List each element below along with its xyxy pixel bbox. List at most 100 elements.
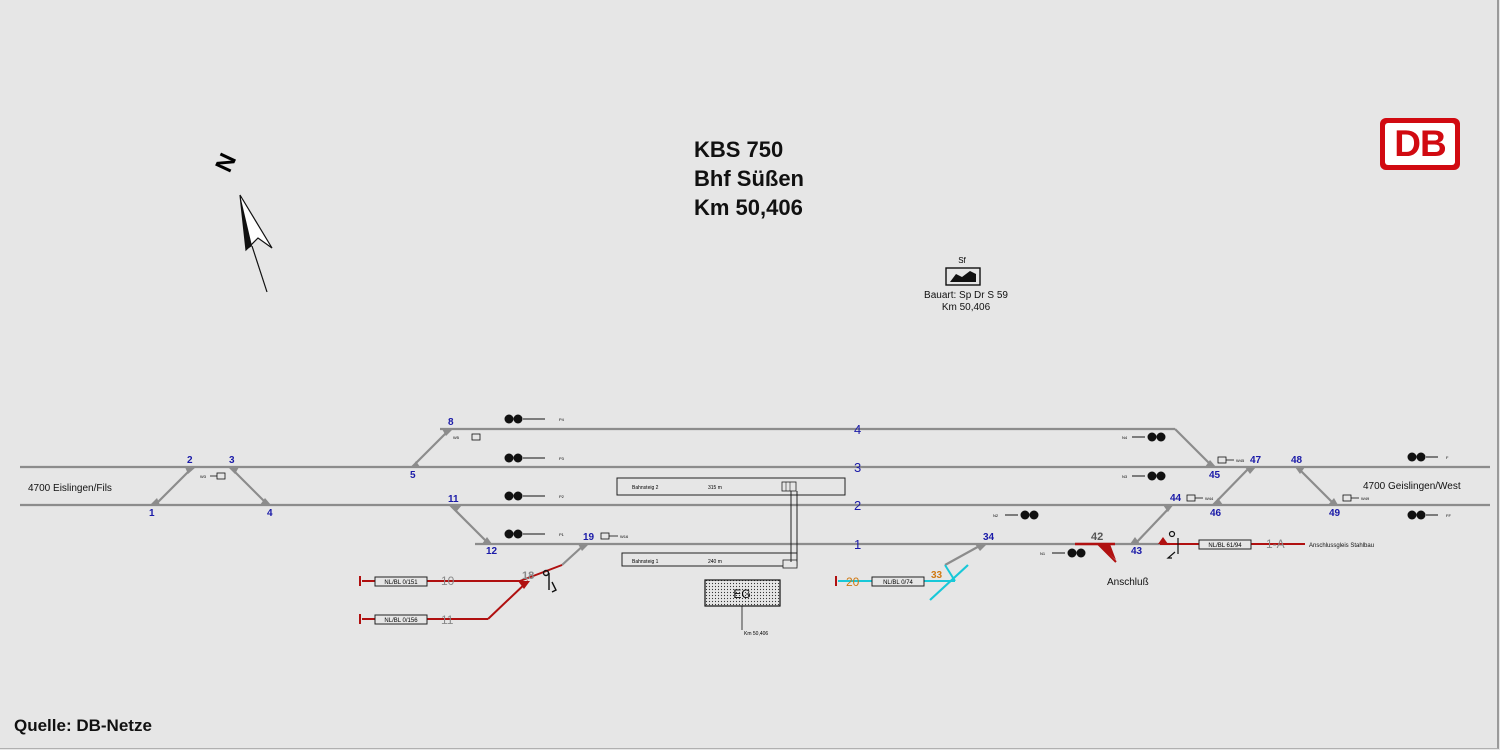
switch-46: 46 — [1210, 508, 1222, 519]
siding-10-label: 10 — [441, 574, 455, 588]
switch-43: 43 — [1131, 546, 1143, 557]
station-building-km: Km 50,406 — [744, 631, 768, 637]
signal-p4-icon: P4 — [504, 414, 565, 424]
switch-12: 12 — [486, 546, 498, 557]
source-credit: Quelle: DB-Netze — [14, 716, 152, 735]
switch-5: 5 — [410, 470, 416, 481]
signal-n1-icon: N1 — [1040, 548, 1086, 558]
stellwerk-km: Km 50,406 — [941, 302, 991, 313]
shunt-signal-w44-icon: W44 — [1186, 494, 1214, 502]
shunt-w44-label: W44 — [1205, 496, 1214, 501]
signal-p1-icon: P1 — [504, 529, 565, 539]
derailer-west-icon — [542, 569, 557, 593]
signal-f-label: F — [1446, 455, 1449, 460]
siding-1a: NL/BL 61/94 1-A Anschlussgleis Stahlbau — [1158, 530, 1374, 559]
switch-19: 19 — [583, 532, 595, 543]
switch-45: 45 — [1209, 470, 1221, 481]
switch-11: 11 — [448, 494, 459, 505]
siding-11-label: 11 — [441, 613, 454, 627]
stellwerk-type: Bauart: Sp Dr S 59 — [924, 290, 1008, 301]
nl-box-a-text: NL/BL 0/151 — [384, 580, 418, 586]
underpass — [790, 491, 798, 562]
platform-1-label: Bahnsteig 1 — [632, 559, 659, 565]
signal-n1-label: N1 — [1040, 551, 1046, 556]
switch-49: 49 — [1329, 508, 1341, 519]
shunt-w45-label: W45 — [1236, 458, 1245, 463]
platform-2-label: Bahnsteig 2 — [632, 485, 659, 491]
siding-42: 42 Anschluß — [1075, 531, 1149, 588]
signal-p3-icon: P3 — [504, 453, 565, 463]
shunt-signal-w3-icon: W3 — [200, 472, 226, 480]
stellwerk-icon: Sf — [945, 256, 981, 286]
track-4-label: 4 — [854, 422, 861, 437]
siding-18-label: 18 — [522, 570, 534, 582]
nl-box-d-text: NL/BL 61/94 — [1208, 543, 1242, 549]
switch-3: 3 — [229, 455, 235, 466]
signal-p1-label: P1 — [559, 532, 565, 537]
platform-2-length: 315 m — [708, 485, 722, 491]
signal-n3-icon: N3 — [1122, 471, 1166, 481]
shunt-signal-w16-icon: W16 — [600, 532, 629, 540]
platform-1: Bahnsteig 1 240 m — [621, 552, 798, 569]
signal-p2-label: P2 — [559, 494, 565, 499]
switch-34: 34 — [983, 532, 995, 543]
switch-2: 2 — [187, 455, 193, 466]
shunt-w3-label: W3 — [200, 474, 207, 479]
platform-1-length: 240 m — [708, 559, 722, 565]
signals: P4 P3 P2 P1 N4 — [200, 414, 1451, 558]
signal-p4-label: P4 — [559, 417, 565, 422]
platform-2: Bahnsteig 2 315 m — [616, 477, 846, 496]
track-labels: 4 3 2 1 — [854, 422, 861, 552]
derailer-east-icon — [1166, 530, 1179, 559]
signal-p2-icon: P2 — [504, 491, 565, 501]
signal-n4-label: N4 — [1122, 435, 1128, 440]
nl-box-b-text: NL/BL 0/156 — [384, 618, 418, 624]
signal-n4-icon: N4 — [1122, 432, 1166, 442]
track-3-label: 3 — [854, 460, 861, 475]
signal-f-icon: F — [1407, 452, 1449, 462]
shunt-signal-w45-icon: W45 — [1217, 456, 1245, 464]
db-logo-text: DB — [1385, 123, 1455, 165]
title-km: Km 50,406 — [694, 195, 803, 220]
siding-20-label: 20 — [846, 575, 860, 589]
siding-cyan: NL/BL 0/74 20 33 — [835, 564, 969, 601]
signal-ff-icon: FF — [1407, 510, 1451, 520]
signal-ff-label: FF — [1446, 513, 1451, 518]
siding-1a-label: 1-A — [1266, 537, 1285, 551]
title-station: Bhf Süßen — [694, 166, 804, 191]
track-1-label: 1 — [854, 537, 861, 552]
title-kbs: KBS 750 — [694, 137, 784, 162]
signal-n3-label: N3 — [1122, 474, 1128, 479]
switch-1: 1 — [149, 508, 155, 519]
nl-box-c-text: NL/BL 0/74 — [883, 580, 913, 586]
siding-33-label: 33 — [931, 570, 943, 581]
signal-n2-label: N2 — [993, 513, 999, 518]
switch-numbers: 1 2 3 4 5 8 11 12 19 34 43 44 45 46 47 4… — [149, 417, 1341, 557]
shunt-signal-w49-icon: W49 — [1342, 494, 1370, 502]
direction-west: 4700 Eislingen/Fils — [28, 483, 112, 494]
shunt-w49-label: W49 — [1361, 496, 1370, 501]
switch-44: 44 — [1170, 493, 1182, 504]
stellwerk-info: Bauart: Sp Dr S 59 Km 50,406 — [908, 290, 1024, 314]
track-2-label: 2 — [854, 498, 861, 513]
signal-n2-icon: N2 — [993, 510, 1039, 520]
signal-p3-label: P3 — [559, 456, 565, 461]
siding-42-label: 42 — [1091, 531, 1103, 543]
nl-box-b: NL/BL 0/156 — [374, 614, 428, 625]
switch-8: 8 — [448, 417, 454, 428]
direction-east: 4700 Geislingen/West — [1363, 481, 1461, 492]
anschlussgleis-label: Anschlussgleis Stahlbau — [1309, 543, 1374, 549]
shunt-w5-label: W5 — [453, 435, 460, 440]
station-building-label: EG — [733, 587, 750, 601]
switch-47: 47 — [1250, 455, 1262, 466]
stellwerk-symbol: Sf — [958, 256, 966, 265]
nl-box-a: NL/BL 0/151 — [374, 576, 428, 587]
db-logo: DB — [1380, 118, 1460, 170]
anschluss-label: Anschluß — [1107, 577, 1149, 588]
switch-markers — [150, 429, 1338, 551]
shunt-signal-w5-icon: W5 — [453, 433, 481, 441]
north-arrow-icon — [239, 194, 273, 293]
